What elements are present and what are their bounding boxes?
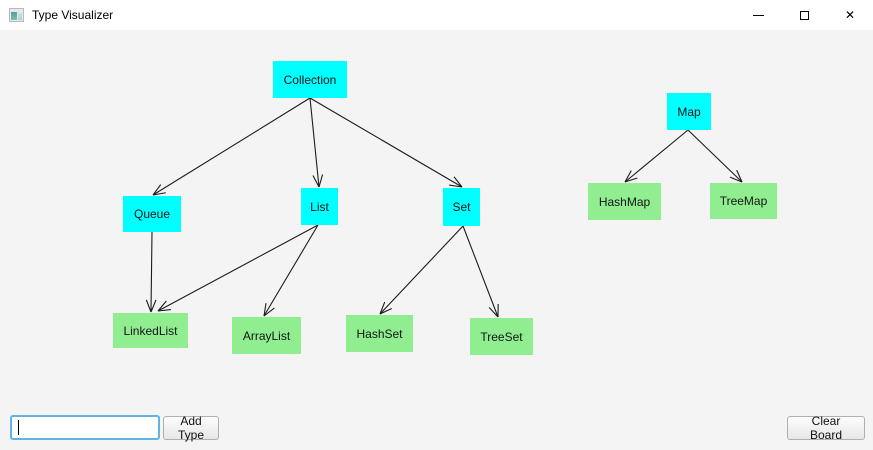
minimize-icon [752,14,764,16]
arrowhead-Set [453,176,463,188]
type-name-field[interactable] [10,415,160,440]
node-Queue[interactable]: Queue [123,196,181,232]
edge-List-LinkedList [157,224,319,312]
arrowhead-Queue [152,192,166,196]
maximize-icon [799,10,809,20]
node-ArrayList[interactable]: ArrayList [232,317,301,354]
edge-List-ArrayList [263,224,319,317]
close-icon: ✕ [844,8,856,22]
app-window-icon [9,8,24,22]
node-Collection[interactable]: Collection [273,61,347,98]
clear-board-button[interactable]: Clear Board [787,414,865,442]
arrowhead-LinkedList [157,308,171,312]
arrowhead-HashMap [624,177,638,183]
node-HashMap[interactable]: HashMap [588,183,661,220]
type-name-input[interactable] [16,417,154,438]
edge-Set-HashSet [379,225,464,315]
arrowhead-ArrayList [263,303,267,317]
titlebar: Type Visualizer ✕ [0,0,873,30]
arrowhead-Set [449,184,463,188]
app-icon-left-pane [11,12,17,20]
edge-Collection-Set [309,97,463,188]
edge-Map-TreeMap [687,129,743,183]
arrowhead-TreeMap [729,176,743,183]
arrowhead-Queue [152,184,162,196]
edge-Collection-Queue [152,97,311,196]
arrowhead-HashMap [624,170,632,183]
arrowhead-HashSet [379,301,386,315]
arrowhead-List [318,174,324,188]
window-controls: ✕ [735,0,873,30]
arrowhead-HashSet [379,308,393,315]
node-HashSet[interactable]: HashSet [346,315,413,352]
edge-Set-TreeSet [462,225,499,318]
maximize-button[interactable] [781,0,827,30]
arrowhead-TreeSet [488,307,499,318]
node-List[interactable]: List [301,188,338,225]
node-LinkedList[interactable]: LinkedList [113,313,188,348]
arrowhead-LinkedList [145,299,152,313]
window-title: Type Visualizer [32,8,114,22]
node-Set[interactable]: Set [443,188,480,226]
edge-Collection-List [309,97,320,188]
arrowhead-ArrayList [263,307,275,317]
text-caret [18,420,19,435]
node-TreeSet[interactable]: TreeSet [470,318,533,355]
arrowhead-TreeMap [736,169,743,183]
add-type-button[interactable]: Add Type [163,414,219,442]
arrowhead-LinkedList [150,299,157,313]
close-button[interactable]: ✕ [827,0,873,30]
minimize-button[interactable] [735,0,781,30]
arrowhead-LinkedList [157,300,167,312]
edge-Queue-LinkedList [150,231,153,313]
node-Map[interactable]: Map [667,93,711,130]
node-TreeMap[interactable]: TreeMap [710,183,777,219]
app-icon-right-pane [18,12,22,20]
arrowhead-List [312,175,320,188]
edge-Map-HashMap [624,129,689,183]
